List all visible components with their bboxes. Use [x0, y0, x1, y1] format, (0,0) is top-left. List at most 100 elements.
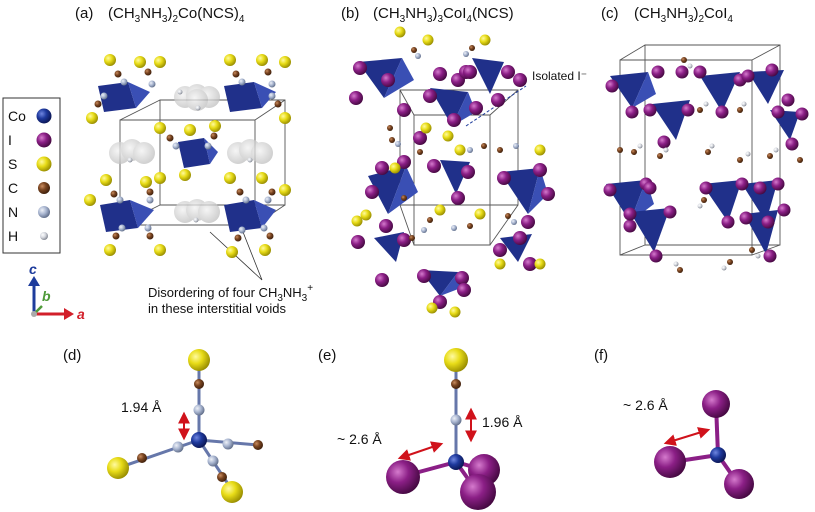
atom-c [701, 197, 707, 203]
atom-co [710, 447, 726, 463]
atom-s [154, 244, 166, 256]
atom-i [463, 65, 477, 79]
atom-s [279, 112, 291, 124]
atom-c [114, 70, 122, 78]
atom-c [469, 45, 475, 51]
panel-f-bond-arrow [663, 427, 711, 446]
atom-n [100, 92, 108, 100]
atom-c [451, 379, 461, 389]
atom-s [104, 54, 116, 66]
legend-label-h: H [8, 228, 18, 244]
atom-i [433, 67, 447, 81]
atom-h [773, 147, 779, 153]
panel-d-tag: (d) [63, 347, 81, 364]
atom-c [264, 68, 272, 76]
atom-i [623, 207, 637, 221]
atom-c [94, 100, 102, 108]
atom-c [274, 100, 282, 108]
atom-c [657, 153, 663, 159]
panel-b-formula: (CH3NH3)3CoI4(NCS) [373, 5, 514, 25]
atom-i [491, 93, 505, 107]
atom-i [795, 107, 809, 121]
atom-i [397, 233, 411, 247]
atom-c [253, 440, 263, 450]
panel-e-tag: (e) [318, 347, 336, 364]
atom-i [771, 177, 785, 191]
panel-a-formula: (CH3NH3)2Co(NCS)4 [108, 5, 245, 25]
atom-c [146, 232, 154, 240]
atom-s [224, 54, 236, 66]
panel-c-structure [606, 44, 800, 256]
atom-s [279, 184, 291, 196]
atom-i [643, 181, 657, 195]
atom-n [207, 455, 219, 467]
atom-s [154, 56, 166, 68]
atom-i [761, 215, 775, 229]
atom-n [238, 226, 246, 234]
atom-c [749, 247, 755, 253]
atom-c [417, 149, 423, 155]
atom-n [511, 219, 517, 225]
panel-c-title: (c) (CH3NH3)2CoI4 [601, 5, 733, 25]
atom-i [715, 105, 729, 119]
atom-s [420, 122, 432, 134]
atom-i [721, 215, 735, 229]
atom-i [643, 103, 657, 117]
panel-b-structure [358, 58, 548, 296]
panel-d-distance: 1.94 Å [121, 399, 162, 415]
atom-s [184, 124, 196, 136]
panel-c-formula: (CH3NH3)2CoI4 [634, 5, 733, 25]
axis-c-label: c [29, 261, 37, 277]
atom-n [238, 78, 246, 86]
atom-i [693, 65, 707, 79]
atom-i [461, 165, 475, 179]
atom-s [394, 26, 406, 38]
panel-f-distance: ~ 2.6 Å [623, 397, 668, 413]
atom-i [651, 65, 665, 79]
atom-i [397, 103, 411, 117]
atom-i [523, 257, 537, 271]
atom-h [673, 261, 679, 267]
disorder-text-line2: in these interstitial voids [148, 301, 287, 316]
atom-i [765, 63, 779, 77]
atom-i [753, 181, 767, 195]
atom-c [387, 125, 393, 131]
atom-n [467, 147, 473, 153]
atom-s [209, 120, 221, 132]
atom-c [166, 134, 174, 142]
atom-n [450, 414, 462, 426]
atom-s [449, 306, 461, 318]
atom-c [137, 453, 147, 463]
atom-i [493, 243, 507, 257]
atom-n [144, 224, 152, 232]
atom-c [737, 157, 743, 163]
atom-n [264, 196, 272, 204]
atom-s [389, 162, 401, 174]
atom-i [663, 205, 677, 219]
atom-s [179, 169, 191, 181]
atom-c [217, 472, 227, 482]
atom-c [705, 149, 711, 155]
atom-n [204, 142, 212, 150]
atom-i [423, 89, 437, 103]
legend-swatch-c [38, 182, 50, 194]
atom-c [210, 132, 218, 140]
atom-s [474, 208, 486, 220]
atom-i [513, 73, 527, 87]
atom-i [724, 469, 754, 499]
atom-s [360, 209, 372, 221]
panel-e-distance-long: ~ 2.6 Å [337, 431, 382, 447]
atom-n [395, 141, 401, 147]
atom-n [120, 78, 128, 86]
atom-c [681, 57, 687, 63]
atom-s [534, 144, 546, 156]
atom-c [146, 188, 154, 196]
atom-c [112, 232, 120, 240]
atom-h [741, 101, 747, 107]
atom-h [247, 157, 253, 163]
panel-e-long-arrow [397, 441, 444, 461]
atom-s [188, 349, 210, 371]
atom-s [434, 204, 446, 216]
atom-s [154, 172, 166, 184]
